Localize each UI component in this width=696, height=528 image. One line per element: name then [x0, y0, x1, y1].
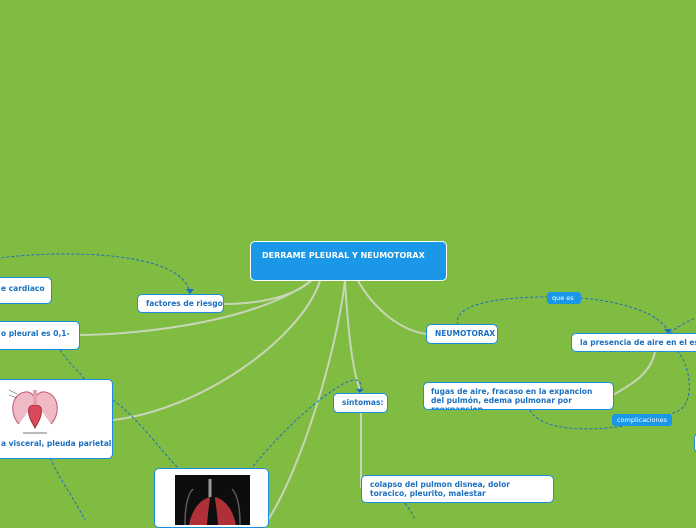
- lungs-xray-image: [175, 475, 250, 525]
- label-complicaciones-text: complicaciones: [617, 416, 667, 424]
- link-root-sintomas: [345, 281, 361, 393]
- node-neumotorax-label: NEUMOTORAX: [435, 329, 495, 338]
- heart-diagram-image: [5, 384, 65, 436]
- link-visceral-lungs: [113, 400, 180, 470]
- node-neumotorax[interactable]: NEUMOTORAX: [426, 324, 498, 344]
- node-sintomas-label: sintomas:: [342, 398, 383, 407]
- node-lungs-image[interactable]: [154, 468, 269, 528]
- link-root-neumotorax: [358, 281, 426, 334]
- link-root-factores: [222, 280, 312, 304]
- node-presencia-aire[interactable]: la presencia de aire en el esp: [571, 333, 696, 352]
- node-factores-de-riesgo[interactable]: factores de riesgo: [137, 294, 224, 313]
- link-presencia-fugas: [613, 352, 655, 395]
- node-colapso[interactable]: colapso del pulmon disnea, dolor toracic…: [361, 475, 554, 503]
- node-fugas-aire[interactable]: fugas de aire, fracaso en la expancion d…: [423, 382, 614, 410]
- label-que-es[interactable]: que es: [547, 292, 581, 304]
- node-presencia-aire-label: la presencia de aire en el esp: [580, 338, 696, 347]
- root-title: DERRAME PLEURAL Y NEUMOTORAX: [262, 251, 425, 260]
- link-colapso-down: [405, 503, 415, 520]
- node-factores-de-riesgo-label: factores de riesgo: [146, 299, 223, 308]
- node-liquido-pleural[interactable]: o pleural es 0,1-: [0, 321, 80, 350]
- link-visceral-down: [50, 458, 85, 520]
- node-visceral-label: a visceral, pleuda parietal,: [1, 439, 104, 448]
- node-colapso-label: colapso del pulmon disnea, dolor toracic…: [370, 480, 510, 498]
- node-cardiaco-label: e cardiaco: [1, 284, 45, 293]
- root-node[interactable]: DERRAME PLEURAL Y NEUMOTORAX: [250, 241, 447, 281]
- link-presencia-right: [670, 318, 696, 333]
- node-fugas-aire-label: fugas de aire, fracaso en la expancion d…: [431, 387, 592, 410]
- link-liquido-visceral: [60, 350, 85, 380]
- label-que-es-text: que es: [552, 294, 574, 302]
- label-complicaciones[interactable]: complicaciones: [612, 414, 672, 426]
- node-cardiaco[interactable]: e cardiaco: [0, 277, 52, 304]
- node-sintomas[interactable]: sintomas:: [333, 393, 388, 413]
- node-liquido-pleural-label: o pleural es 0,1-: [1, 329, 70, 338]
- node-visceral[interactable]: a visceral, pleuda parietal,: [0, 379, 113, 459]
